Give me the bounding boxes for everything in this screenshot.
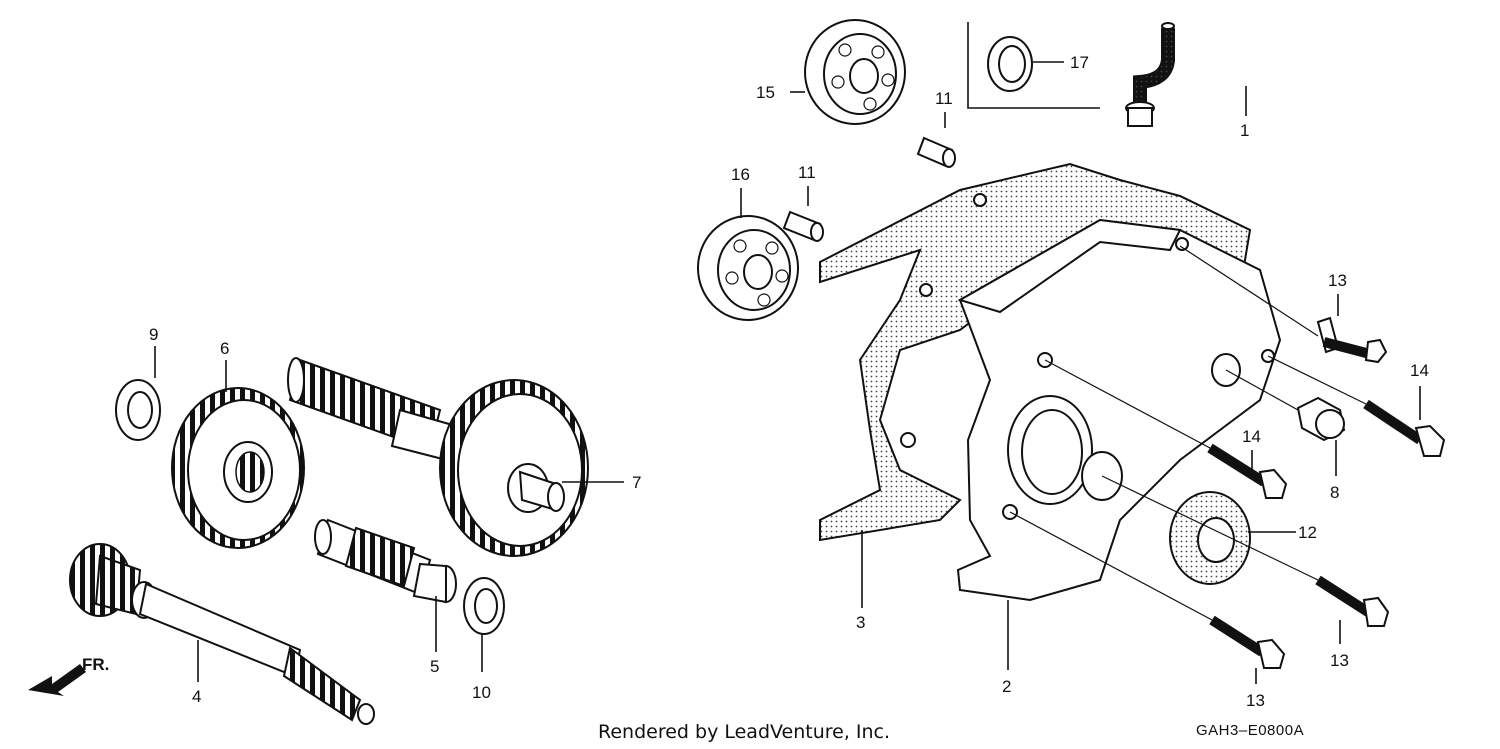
transmission-cover-2[interactable] — [956, 218, 1282, 602]
dowel-pin-11a[interactable] — [916, 136, 956, 168]
bolt-14a[interactable] — [1363, 399, 1446, 457]
bolt-13a[interactable] — [1316, 316, 1388, 364]
countershaft-7[interactable] — [287, 357, 589, 557]
callout-15: 15 — [756, 83, 775, 102]
callout-5: 5 — [430, 657, 439, 676]
breather-tube[interactable] — [1125, 22, 1175, 127]
front-direction-label: FR. — [82, 655, 109, 674]
callout-11b: 11 — [798, 163, 816, 182]
seal-17[interactable] — [987, 36, 1033, 92]
footer-credit: Rendered by LeadVenture, Inc. — [598, 721, 890, 743]
pinion-shaft-5[interactable] — [314, 518, 457, 604]
bearing-16[interactable] — [697, 215, 799, 321]
callout-6: 6 — [220, 339, 229, 358]
callout-7: 7 — [632, 473, 641, 492]
callout-4: 4 — [192, 687, 201, 706]
washer-9[interactable] — [115, 379, 161, 441]
callout-9: 9 — [149, 325, 158, 344]
bolt-13c[interactable] — [1209, 615, 1286, 669]
washer-10[interactable] — [463, 577, 505, 635]
callout-13a: 13 — [1328, 271, 1347, 290]
callout-13c: 13 — [1246, 691, 1265, 710]
seal-17-box — [967, 22, 1100, 109]
callout-3: 3 — [856, 613, 865, 632]
callout-1: 1 — [1240, 121, 1249, 140]
callout-10: 10 — [472, 683, 491, 702]
oil-seal-12[interactable] — [1169, 491, 1251, 585]
gear-6[interactable] — [171, 387, 305, 549]
flange-nut-8[interactable] — [1296, 396, 1346, 442]
leader-lines — [154, 61, 1421, 684]
callout-13b: 13 — [1330, 651, 1349, 670]
callout-17: 17 — [1070, 53, 1089, 72]
callout-2: 2 — [1002, 677, 1011, 696]
callout-14a: 14 — [1410, 361, 1429, 380]
callout-14b: 14 — [1242, 427, 1261, 446]
bearing-15[interactable] — [804, 19, 906, 125]
dowel-pin-11b[interactable] — [782, 210, 824, 242]
bolt-14b[interactable] — [1207, 443, 1288, 499]
callout-8: 8 — [1330, 483, 1339, 502]
bolt-13b[interactable] — [1315, 575, 1390, 627]
callout-12: 12 — [1298, 523, 1317, 542]
final-shaft-4[interactable] — [69, 543, 375, 725]
diagram-code: GAH3–E0800A — [1196, 722, 1304, 739]
callout-11a: 11 — [935, 89, 953, 108]
callout-16: 16 — [731, 165, 750, 184]
front-direction-arrow-icon — [28, 664, 86, 696]
